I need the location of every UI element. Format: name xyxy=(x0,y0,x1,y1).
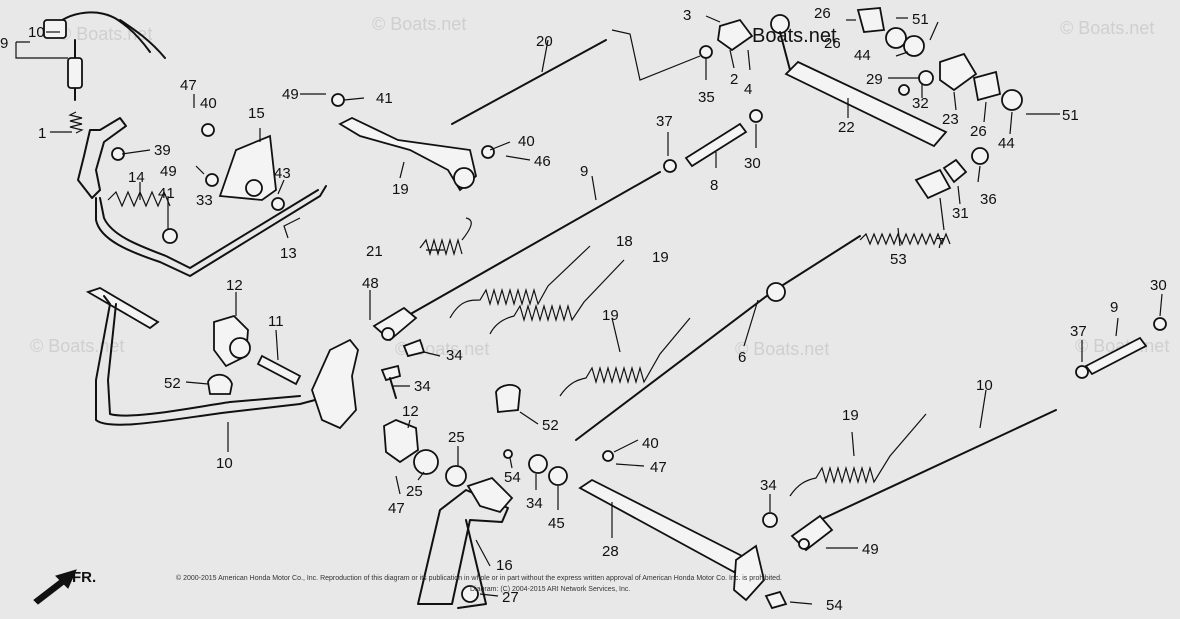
callout-51: 51 xyxy=(912,11,929,28)
callout-12: 11 xyxy=(268,313,284,330)
callout-6: 10 xyxy=(28,24,45,41)
callout-4: 4 xyxy=(744,81,752,98)
callout-47: 47 xyxy=(180,77,197,94)
callout-41b: 41 xyxy=(158,185,175,202)
callout-25: 25 xyxy=(448,429,465,446)
callout-20: 19 xyxy=(392,181,409,198)
callout-9b: 9 xyxy=(1110,299,1118,316)
callout-32: 32 xyxy=(912,95,929,112)
callout-47b: 47 xyxy=(388,500,405,517)
callout-42: 41 xyxy=(376,90,393,107)
front-label: FR. xyxy=(72,569,96,586)
callout-17: 15 xyxy=(248,105,265,122)
callout-34: 34 xyxy=(446,347,463,364)
callout-52: 52 xyxy=(164,375,181,392)
part-drawings xyxy=(43,7,1167,610)
watermark-text: © Boats.net xyxy=(372,14,466,34)
callout-26: 26 xyxy=(814,5,831,22)
callout-51b: 51 xyxy=(1062,107,1079,124)
callout-38: 37 xyxy=(656,113,673,130)
callout-54b: 54 xyxy=(826,597,843,614)
callout-47c: 47 xyxy=(650,459,667,476)
callout-34b: 34 xyxy=(760,477,777,494)
callout-1: 1 xyxy=(38,125,46,142)
copyright-line-1: © 2000-2015 American Honda Motor Co., In… xyxy=(176,574,782,582)
arrow-icon xyxy=(33,569,77,605)
callout-8: 7 xyxy=(936,235,944,252)
callout-35: 34 xyxy=(414,378,431,395)
callout-43: 43 xyxy=(274,165,291,182)
watermark-text: © Boats.net xyxy=(1075,336,1169,356)
callout-26b: 26 xyxy=(824,35,841,52)
callout-53: 53 xyxy=(890,251,907,268)
callout-28: 28 xyxy=(602,543,619,560)
callout-36: 34 xyxy=(526,495,543,512)
callout-38b: 37 xyxy=(1070,323,1087,340)
callout-19c: 19 xyxy=(602,307,619,324)
callout-21: 21 xyxy=(366,243,383,260)
front-direction-arrow: FR. xyxy=(33,569,96,605)
watermark-text: © Boats.net xyxy=(58,24,152,44)
callout-18: 16 xyxy=(496,557,513,574)
callout-44: 44 xyxy=(854,47,871,64)
callout-22: 22 xyxy=(838,119,855,136)
callout-54: 54 xyxy=(504,469,521,486)
callout-31: 31 xyxy=(952,205,969,222)
callout-30b: 30 xyxy=(1150,277,1167,294)
copyright-notice: © 2000-2015 American Honda Motor Co., In… xyxy=(176,574,782,593)
callout-7: 6 xyxy=(738,349,746,366)
callout-19d: 19 xyxy=(842,407,859,424)
callout-41: 40 xyxy=(200,95,217,112)
callout-2: 2 xyxy=(730,71,738,88)
callout-40: 40 xyxy=(518,133,535,150)
callout-11: 10 xyxy=(216,455,233,472)
callout-33: 33 xyxy=(196,192,213,209)
callout-50: 49 xyxy=(282,86,299,103)
leader-lines xyxy=(15,15,1163,605)
callout-14: 12 xyxy=(402,403,419,420)
copyright-line-2: Diagram: (C) 2004-2015 ARI Network Servi… xyxy=(470,586,630,593)
callout-15: 13 xyxy=(280,245,297,262)
callout-24: 20 xyxy=(536,33,553,50)
callout-46: 46 xyxy=(534,153,551,170)
callout-29: 29 xyxy=(866,71,883,88)
callout-48: 49 xyxy=(160,163,177,180)
callout-10b: 10 xyxy=(976,377,993,394)
watermark-text: © Boats.net xyxy=(1060,18,1154,38)
callout-27: 27 xyxy=(502,589,519,606)
callout-19b: 19 xyxy=(652,249,669,266)
callout-23: 23 xyxy=(942,111,959,128)
callout-39: 39 xyxy=(154,142,171,159)
callout-25b: 25 xyxy=(406,483,423,500)
callout-16: 14 xyxy=(128,169,145,186)
callout-49: 48 xyxy=(362,275,379,292)
callout-13: 12 xyxy=(226,277,243,294)
callout-40b: 40 xyxy=(642,435,659,452)
watermarks: © Boats.net © Boats.net © Boats.net © Bo… xyxy=(30,14,1169,359)
watermark-text: © Boats.net xyxy=(735,339,829,359)
callout-9: 8 xyxy=(710,177,718,194)
callout-30: 30 xyxy=(744,155,761,172)
callout-labels: 9 10 1 3 2 4 35 20 49 41 47 40 15 49 43 … xyxy=(0,5,1167,614)
callout-5: 9 xyxy=(0,35,8,52)
callout-37b: 36 xyxy=(980,191,997,208)
callout-10: 9 xyxy=(580,163,588,180)
callout-45: 45 xyxy=(548,515,565,532)
callout-49b: 49 xyxy=(862,541,879,558)
callout-26c: 26 xyxy=(970,123,987,140)
callout-52b: 52 xyxy=(542,417,559,434)
callout-3: 3 xyxy=(683,7,691,24)
callout-44b: 44 xyxy=(998,135,1015,152)
callout-19a: 18 xyxy=(616,233,633,250)
callout-37: 35 xyxy=(698,89,715,106)
